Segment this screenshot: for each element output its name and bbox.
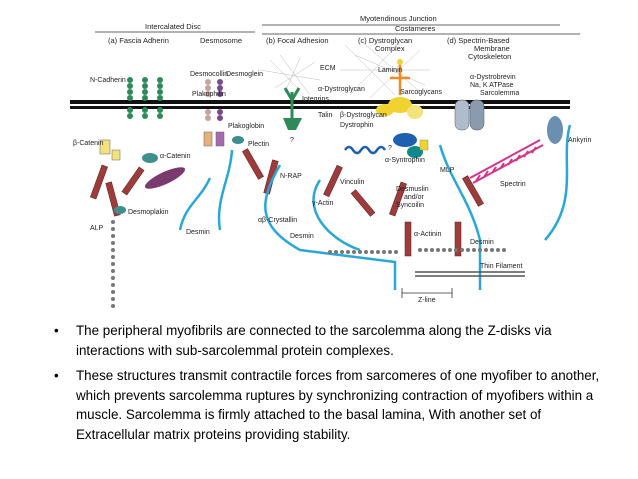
header-d2: Membrane (474, 44, 510, 53)
alp-shape (114, 206, 126, 214)
ecm-mesh (259, 39, 430, 99)
header-myotendinous-junction: Myotendinous Junction (360, 14, 437, 23)
label-desmin-left: Desmin (186, 229, 210, 236)
dystroglycan-complex (376, 97, 429, 158)
label-question-2: ? (388, 145, 392, 152)
z-line-marker (401, 288, 453, 298)
label-desmuslin-1: Desmuslin (396, 186, 429, 193)
label-desmuslin-2: and/or (404, 194, 425, 201)
label-z-line: Z-line (418, 297, 436, 304)
header-intercalated-disc: Intercalated Disc (145, 22, 201, 31)
bullet-list: • The peripheral myofibrils are connecte… (48, 321, 608, 450)
thin-filament-row-1 (328, 250, 398, 254)
label-dystrophin: Dystrophin (340, 122, 374, 129)
label-mlp: MLP (440, 167, 455, 174)
header-c2: Complex (375, 44, 405, 53)
label-a-actinin: α-Actinin (414, 231, 441, 238)
label-desmocollin: Desmocollin (190, 71, 228, 78)
header-brackets (95, 24, 580, 35)
bullet-text: These structures transmit contractile fo… (76, 368, 600, 442)
bullet-item: • The peripheral myofibrils are connecte… (48, 321, 608, 360)
label-a-dystrobrevin: α-Dystrobrevin (470, 74, 516, 81)
bullet-symbol: • (54, 368, 59, 383)
label-b-catenin: β-Catenin (73, 140, 104, 147)
label-desmuslin-3: Syncoilin (396, 202, 424, 209)
integrins (283, 87, 301, 118)
plakophilin-box (203, 131, 213, 147)
na-k-atpase (454, 99, 485, 131)
ankyrin-shape (547, 116, 563, 144)
header-d1: (d) Spectrin-Based (447, 36, 510, 45)
label-desmoglein: Desmoglein (226, 71, 263, 78)
bullet-item: • These structures transmit contractile … (48, 366, 608, 444)
actin-bars-left (90, 148, 484, 257)
label-plakophilin: Plakophilin (192, 91, 226, 98)
label-plakoglobin: Plakoglobin (228, 123, 264, 130)
label-sarcoglycans: Sarcoglycans (400, 89, 443, 96)
sarcolemma-membrane (70, 100, 570, 109)
thin-filament-right (415, 271, 525, 277)
b-catenin-box (99, 139, 111, 155)
label-na-k-atpase: Na, K ATPase (470, 82, 514, 89)
bullet-symbol: • (54, 323, 59, 338)
label-sarcolemma: Sarcolemma (480, 90, 519, 97)
label-spectrin: Spectrin (500, 181, 526, 188)
label-question-1: ? (290, 137, 294, 144)
desmin-filaments (178, 124, 572, 290)
label-vinculin: Vinculin (340, 179, 364, 186)
spectrin-chain (469, 139, 544, 184)
header-c1: (c) Dystroglycan (358, 36, 412, 45)
label-ecm: ECM (320, 65, 336, 72)
header-a-desmosome: Desmosome (200, 36, 242, 45)
n-cadherin-left (127, 77, 133, 119)
bullet-text: The peripheral myofibrils are connected … (76, 323, 552, 358)
thin-filament-dots (111, 220, 506, 308)
n-cadherin-stacks (127, 77, 163, 119)
header-costameres: Costameres (395, 24, 436, 33)
header-d3: Cytoskeleton (468, 52, 511, 61)
desmoplakin-shape (144, 167, 186, 189)
n-cadherin-mid (142, 77, 148, 119)
laminin (390, 62, 410, 95)
dystrophin-spring (343, 145, 387, 155)
label-g-actin: γ-Actin (312, 200, 334, 207)
n-cadherin-right (157, 77, 163, 119)
catenin-box-2 (111, 149, 121, 161)
label-ab-crystallin: αβ-Crystallin (258, 217, 297, 224)
label-n-cadherin: N-Cadherin (90, 77, 126, 84)
label-desmoplakin: Desmoplakin (128, 209, 169, 216)
label-ankyrin: Ankyrin (568, 137, 591, 144)
muscle-cytoskeleton-diagram: Intercalated Disc Myotendinous Junction … (70, 14, 591, 308)
label-b-dystroglycan: β-Dystroglycan (340, 112, 387, 119)
label-a-syntrophin: α-Syntrophin (385, 157, 425, 164)
label-alp: ALP (90, 225, 104, 232)
laminin-tip (397, 59, 403, 65)
label-a-dystroglycan: α-Dystroglycan (318, 86, 365, 93)
a-catenin-shape (142, 153, 158, 163)
label-desmin-right: Desmin (470, 239, 494, 246)
header-a: (a) Fascia Adherin (108, 36, 169, 45)
plakoglobin-box (215, 131, 225, 147)
label-laminin: Laminin (378, 67, 403, 74)
plectin-shape (232, 136, 244, 144)
desmosome-proteins (203, 79, 225, 147)
label-thin-filament: Thin Filament (480, 263, 522, 270)
label-integrins: Integrins (302, 96, 329, 103)
integrin-base (283, 118, 302, 130)
label-plectin: Plectin (248, 141, 269, 148)
label-desmin-mid: Desmin (290, 233, 314, 240)
label-talin: Talin (318, 112, 333, 119)
label-a-catenin: α-Catenin (160, 153, 191, 160)
label-n-rap: N-RAP (280, 173, 302, 180)
thin-filament-vertical (111, 220, 115, 308)
header-b: (b) Focal Adhesion (266, 36, 329, 45)
diagram-labels: N-Cadherin Desmocollin Desmoglein ECM La… (73, 65, 591, 304)
thin-filament-row-2 (418, 248, 506, 252)
